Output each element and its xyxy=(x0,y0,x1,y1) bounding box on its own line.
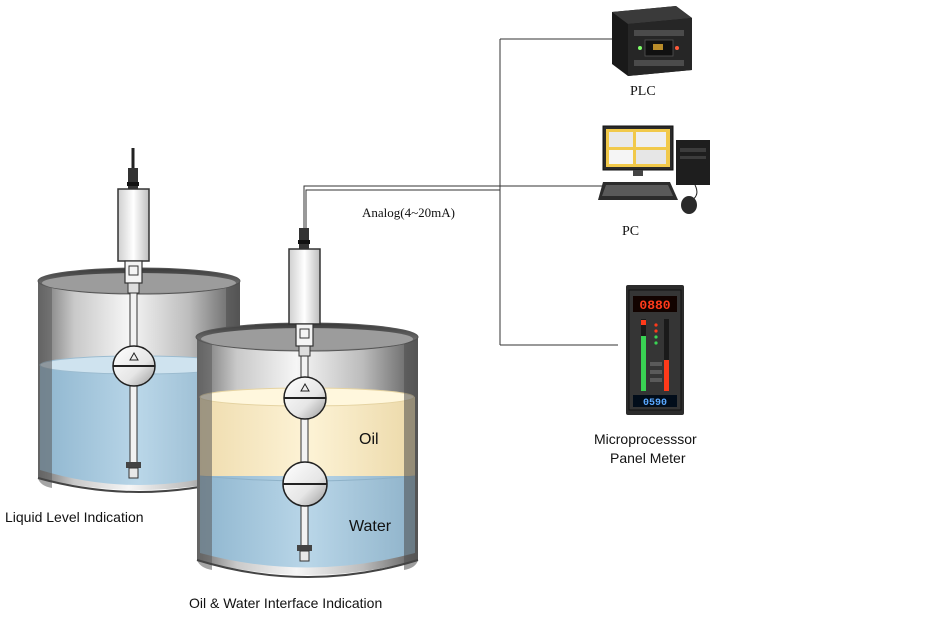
signal-label: Analog(4~20mA) xyxy=(362,205,455,220)
meter-label-line1: Microprocesssor xyxy=(594,431,697,447)
pc-device xyxy=(598,125,710,214)
tank1-caption: Liquid Level Indication xyxy=(5,509,144,525)
plc-label: PLC xyxy=(630,84,656,99)
tank2-caption: Oil & Water Interface Indication xyxy=(189,595,383,611)
meter-bar-green xyxy=(641,336,646,391)
meter-top-display-bg xyxy=(633,296,677,312)
oil-label: Oil xyxy=(359,431,379,448)
float-ball-oil xyxy=(283,376,327,420)
pc-label: PC xyxy=(622,224,640,239)
meter-top-display: 0880 xyxy=(639,298,670,313)
water-label: Water xyxy=(349,518,392,535)
float-ball-level xyxy=(112,345,156,387)
plc-device xyxy=(612,6,692,76)
tank-oil-water xyxy=(195,322,419,578)
float-ball-interface xyxy=(282,461,328,507)
signal-cable-b xyxy=(305,189,500,228)
signal-cable-a xyxy=(303,185,497,228)
panel-meter-device: 0880 0590 xyxy=(626,285,684,415)
tank1-water xyxy=(40,365,238,485)
meter-label-line2: Panel Meter xyxy=(610,450,686,466)
sensor-interface xyxy=(288,228,321,562)
meter-bar-red xyxy=(664,360,669,391)
meter-bottom-display: 0590 xyxy=(643,398,667,409)
signal-wiring xyxy=(303,38,618,346)
